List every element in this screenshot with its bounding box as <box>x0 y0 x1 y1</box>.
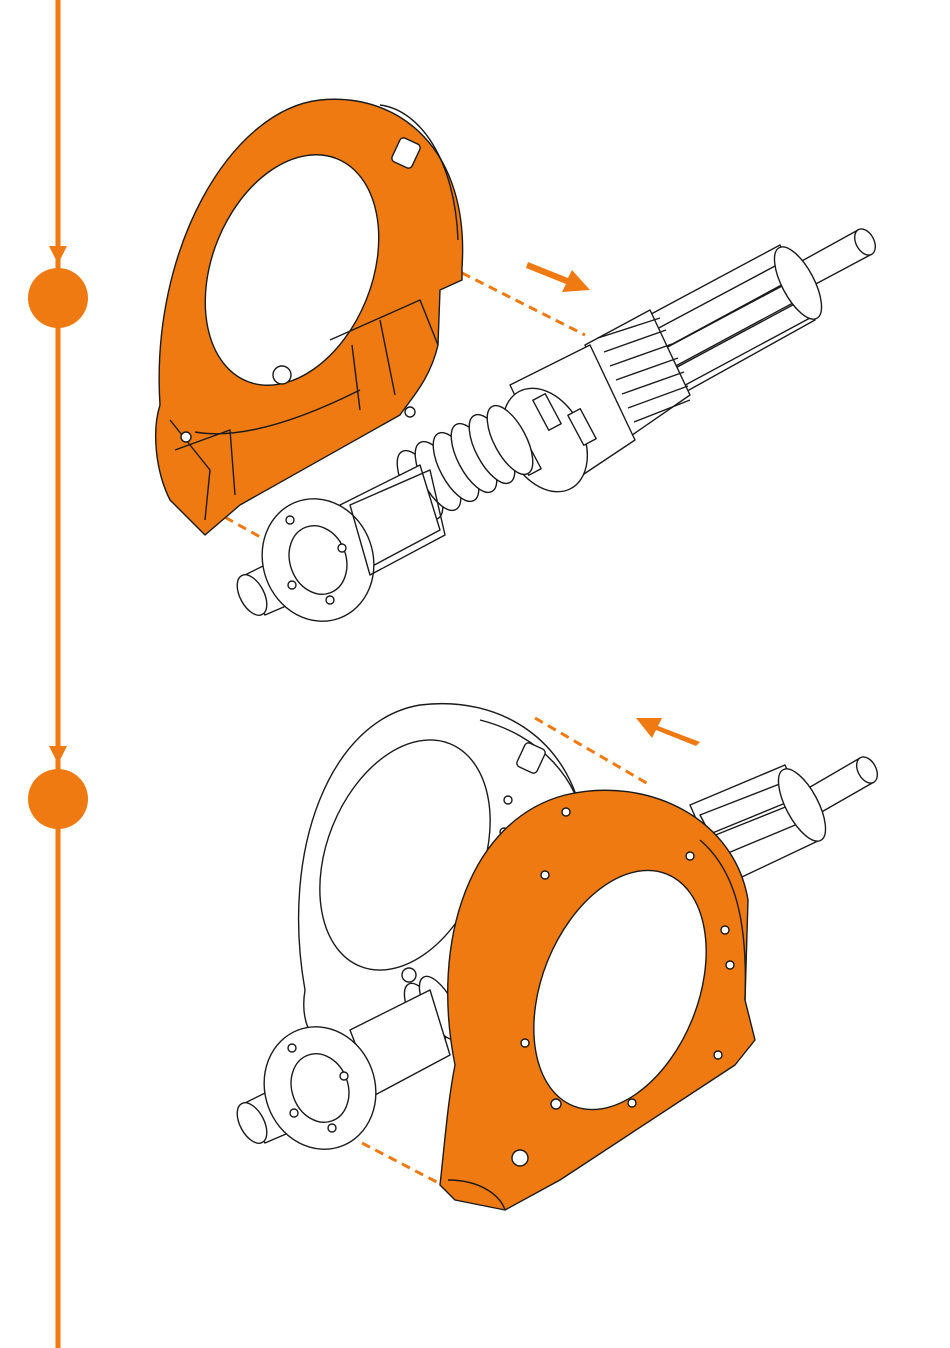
dashed-guide-line <box>362 1143 452 1190</box>
step-marker-1 <box>28 268 88 328</box>
front-housing-half <box>440 790 755 1210</box>
step-1-illustration <box>156 99 880 637</box>
motion-arrow-icon <box>636 718 700 746</box>
step-marker-2 <box>28 769 88 829</box>
arrow-down-icon <box>49 246 67 264</box>
timeline <box>28 0 88 1348</box>
step-2-illustration <box>231 704 881 1210</box>
motion-arrow-icon <box>526 262 590 292</box>
arrow-down-icon <box>49 746 67 764</box>
